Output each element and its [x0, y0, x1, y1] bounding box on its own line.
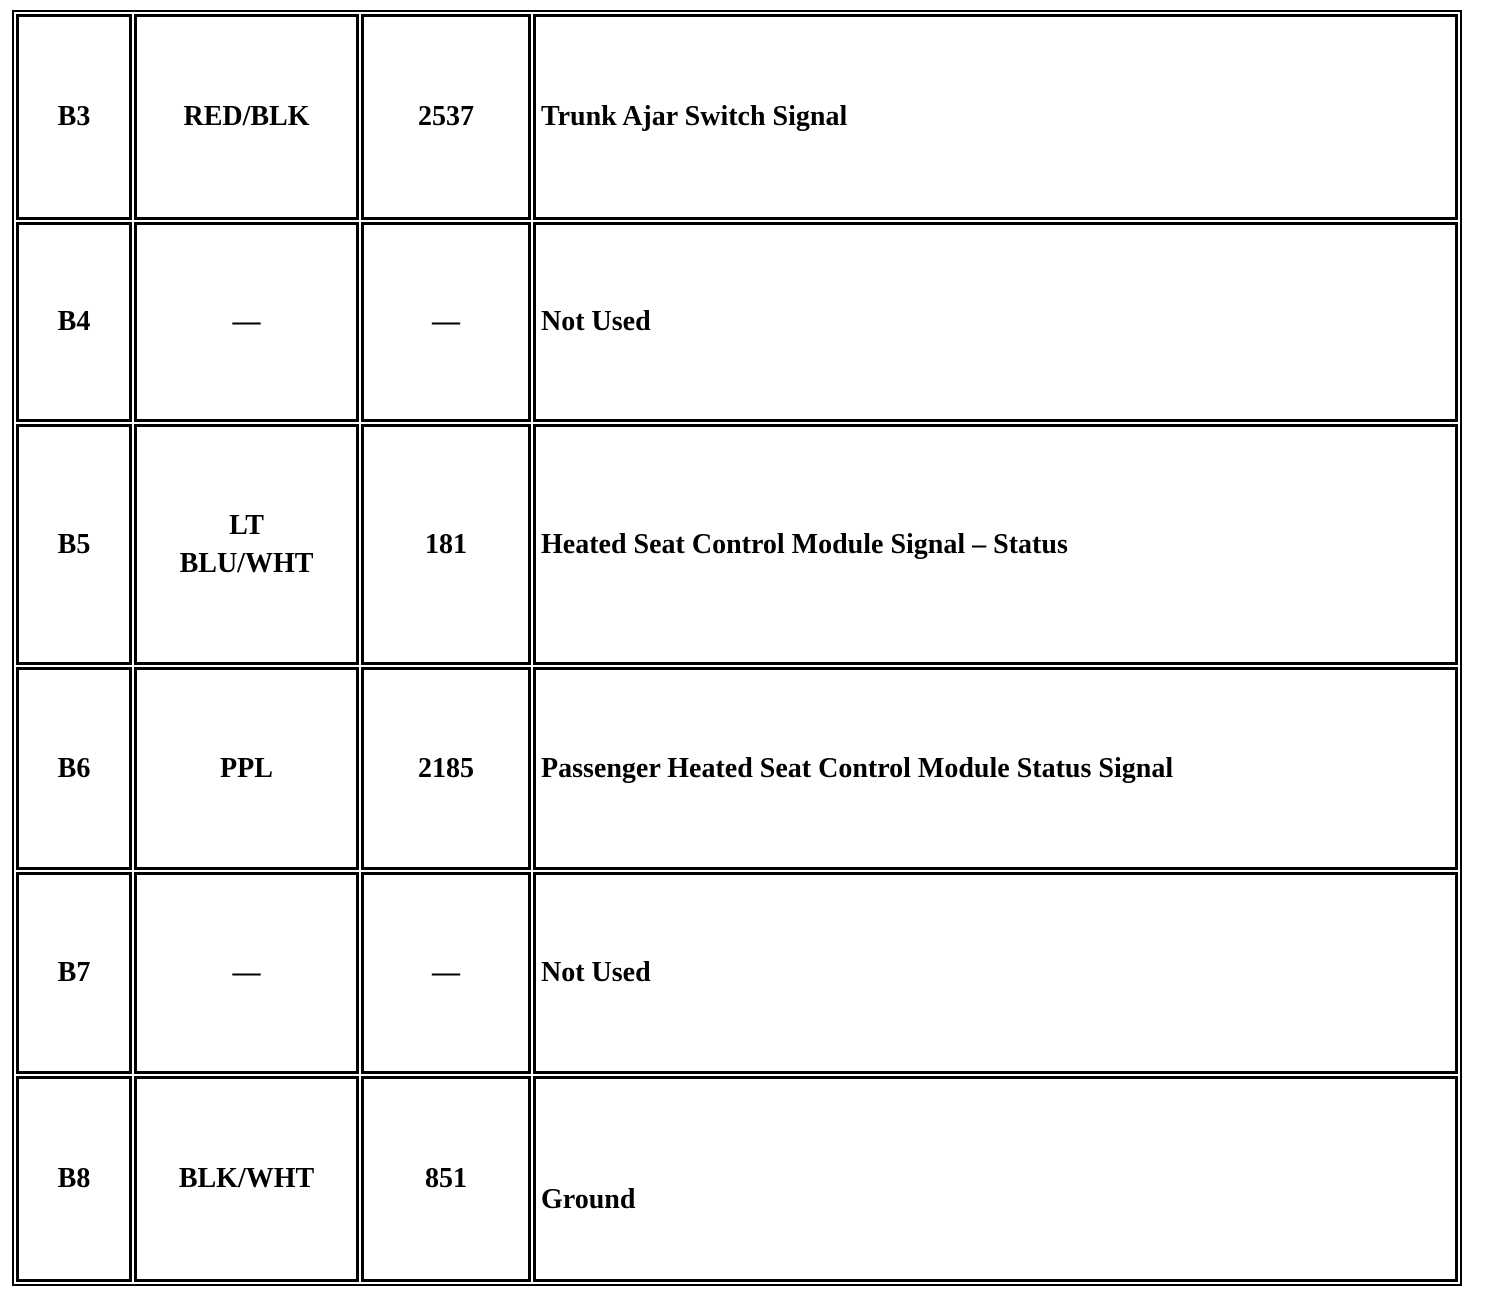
circuit-number-cell: 851	[361, 1076, 531, 1282]
wire-color-cell: —	[134, 872, 359, 1074]
table-row: B6 PPL 2185 Passenger Heated Seat Contro…	[16, 667, 1458, 870]
wire-color-cell: —	[134, 222, 359, 422]
table-row: B3 RED/BLK 2537 Trunk Ajar Switch Signal	[16, 14, 1458, 220]
function-text: Trunk Ajar Switch Signal	[541, 101, 848, 133]
circuit-number-cell: 2185	[361, 667, 531, 870]
function-text: Heated Seat Control Module Signal – Stat…	[541, 528, 1068, 560]
function-text: Not Used	[541, 957, 651, 989]
wire-color-cell: RED/BLK	[134, 14, 359, 220]
function-cell: Ground	[533, 1076, 1458, 1282]
pin-cell: B6	[16, 667, 132, 870]
function-cell: Trunk Ajar Switch Signal	[533, 14, 1458, 220]
pin-cell: B4	[16, 222, 132, 422]
wire-color-cell: BLK/WHT	[134, 1076, 359, 1282]
wire-color-cell: PPL	[134, 667, 359, 870]
function-cell: Not Used	[533, 872, 1458, 1074]
connector-pinout-table: B3 RED/BLK 2537 Trunk Ajar Switch Signal…	[12, 10, 1462, 1286]
pin-cell: B5	[16, 424, 132, 665]
pin-cell: B7	[16, 872, 132, 1074]
function-text: Passenger Heated Seat Control Module Sta…	[541, 752, 1174, 784]
pin-cell: B3	[16, 14, 132, 220]
table-row: B7 — — Not Used	[16, 872, 1458, 1074]
function-cell: Not Used	[533, 222, 1458, 422]
wire-color-cell: LT BLU/WHT	[134, 424, 359, 665]
function-text: Ground	[541, 1184, 636, 1216]
circuit-number-cell: 181	[361, 424, 531, 665]
function-cell: Passenger Heated Seat Control Module Sta…	[533, 667, 1458, 870]
circuit-number-cell: —	[361, 872, 531, 1074]
table-row: B8 BLK/WHT 851 Ground	[16, 1076, 1458, 1282]
circuit-number-cell: —	[361, 222, 531, 422]
pin-cell: B8	[16, 1076, 132, 1282]
table-row: B4 — — Not Used	[16, 222, 1458, 422]
function-cell: Heated Seat Control Module Signal – Stat…	[533, 424, 1458, 665]
circuit-number-cell: 2537	[361, 14, 531, 220]
table-row: B5 LT BLU/WHT 181 Heated Seat Control Mo…	[16, 424, 1458, 665]
function-text: Not Used	[541, 306, 651, 338]
